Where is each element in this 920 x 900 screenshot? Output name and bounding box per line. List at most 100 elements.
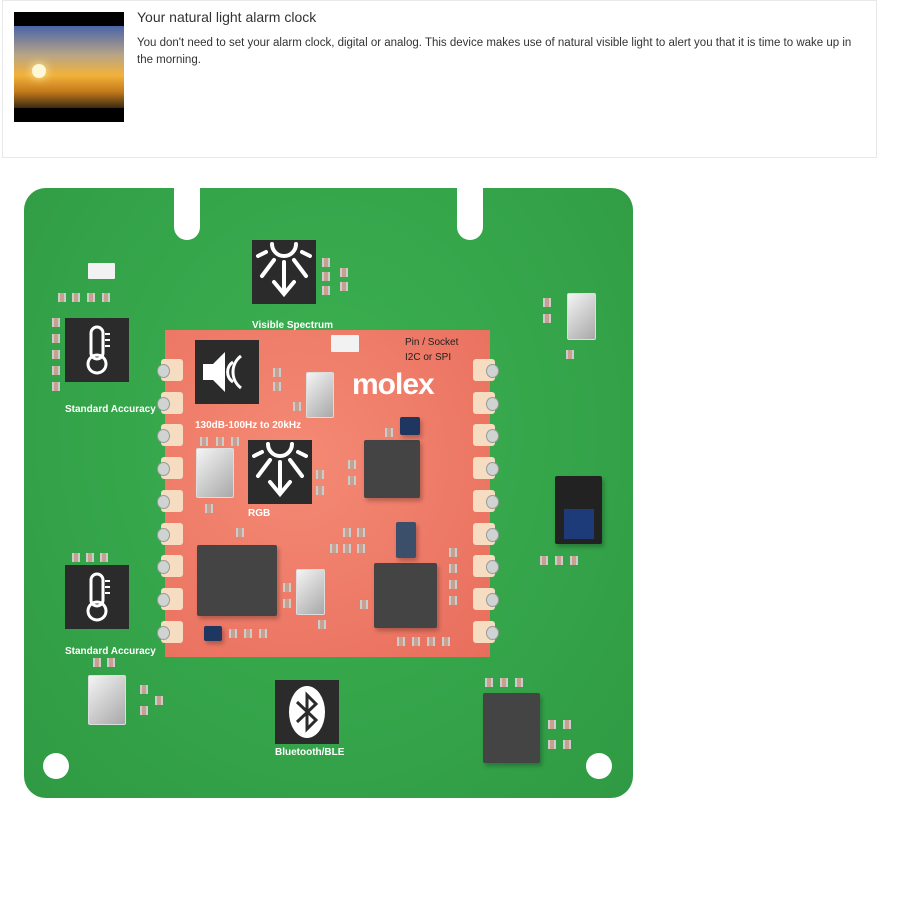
capacitor: [500, 678, 508, 687]
capacitor: [548, 720, 556, 729]
module-pin: [157, 587, 183, 610]
capacitor: [72, 553, 80, 562]
capacitor: [259, 629, 267, 638]
capacitor: [100, 553, 108, 562]
capacitor: [244, 629, 252, 638]
module-pin: [157, 522, 183, 545]
capacitor: [316, 486, 324, 495]
capacitor: [449, 548, 457, 557]
rgb-sensor-icon: [248, 440, 312, 504]
capacitor: [107, 658, 115, 667]
module-pin: [473, 522, 499, 545]
board-notch: [457, 188, 483, 240]
capacitor: [449, 564, 457, 573]
capacitor: [449, 580, 457, 589]
module-pin: [473, 620, 499, 643]
capacitor: [58, 293, 66, 302]
capacitor: [570, 556, 578, 565]
capacitor: [543, 298, 551, 307]
module-pin: [157, 359, 183, 381]
pin-socket-text: Pin / Socket: [405, 337, 459, 348]
capacitor: [52, 334, 60, 343]
module-pin: [157, 457, 183, 480]
capacitor: [515, 678, 523, 687]
module-pin: [473, 457, 499, 480]
capacitor: [216, 437, 224, 446]
component: [331, 335, 359, 352]
capacitor: [140, 685, 148, 694]
capacitor: [273, 382, 281, 391]
ic-chip: [483, 693, 540, 763]
capacitor: [563, 720, 571, 729]
bluetooth-icon: [275, 680, 339, 744]
interface-text: I2C or SPI: [405, 352, 452, 363]
capacitor: [566, 350, 574, 359]
capacitor: [322, 258, 330, 267]
capacitor: [283, 583, 291, 592]
speaker-label: 130dB-100Hz to 20kHz: [195, 420, 302, 431]
module-pin: [157, 424, 183, 447]
capacitor: [86, 553, 94, 562]
component: [196, 448, 234, 498]
board-notch: [174, 188, 200, 240]
capacitor: [340, 268, 348, 277]
speaker-icon: [195, 340, 259, 404]
capacitor: [52, 366, 60, 375]
capacitor: [283, 599, 291, 608]
capacitor: [412, 637, 420, 646]
small-chip: [204, 626, 222, 641]
temp-sensor-label: Standard Accuracy: [65, 404, 156, 415]
module-pin: [473, 391, 499, 414]
capacitor: [318, 620, 326, 629]
capacitor: [322, 286, 330, 295]
capacitor: [357, 544, 365, 553]
capacitor: [330, 544, 338, 553]
visible-spectrum-label: Visible Spectrum: [252, 320, 333, 331]
module-pin: [473, 587, 499, 610]
component: [296, 569, 325, 615]
capacitor: [231, 437, 239, 446]
capacitor: [343, 544, 351, 553]
capacitor: [397, 637, 405, 646]
capacitor: [485, 678, 493, 687]
capacitor: [155, 696, 163, 705]
capacitor: [72, 293, 80, 302]
capacitor: [87, 293, 95, 302]
component: [306, 372, 334, 418]
ic-chip: [364, 440, 420, 498]
capacitor: [449, 596, 457, 605]
capacitor: [140, 706, 148, 715]
sunset-thumbnail[interactable]: [14, 12, 124, 122]
capacitor: [236, 528, 244, 537]
component: [567, 293, 596, 340]
capacitor: [205, 504, 213, 513]
module-pin: [473, 555, 499, 578]
capacitor: [229, 629, 237, 638]
capacitor: [316, 470, 324, 479]
component: [88, 675, 126, 725]
capacitor: [273, 368, 281, 377]
ic-chip: [197, 545, 277, 616]
capacitor: [360, 600, 368, 609]
rgb-label: RGB: [248, 508, 271, 519]
mount-hole: [586, 753, 612, 779]
small-chip: [396, 522, 416, 558]
capacitor: [348, 476, 356, 485]
capacitor: [385, 428, 393, 437]
module-pin: [157, 620, 183, 643]
capacitor: [348, 460, 356, 469]
capacitor: [52, 382, 60, 391]
product-card: Your natural light alarm clock You don't…: [2, 0, 877, 158]
molex-logo: molex: [352, 368, 435, 401]
small-chip: [400, 417, 420, 435]
capacitor: [52, 350, 60, 359]
light-sensor-icon: [252, 240, 316, 304]
module-pin: [157, 489, 183, 512]
capacitor: [563, 740, 571, 749]
capacitor: [52, 318, 60, 327]
capacitor: [548, 740, 556, 749]
module-pin: [157, 391, 183, 414]
module-pin: [473, 359, 499, 381]
capacitor: [543, 314, 551, 323]
capacitor: [357, 528, 365, 537]
